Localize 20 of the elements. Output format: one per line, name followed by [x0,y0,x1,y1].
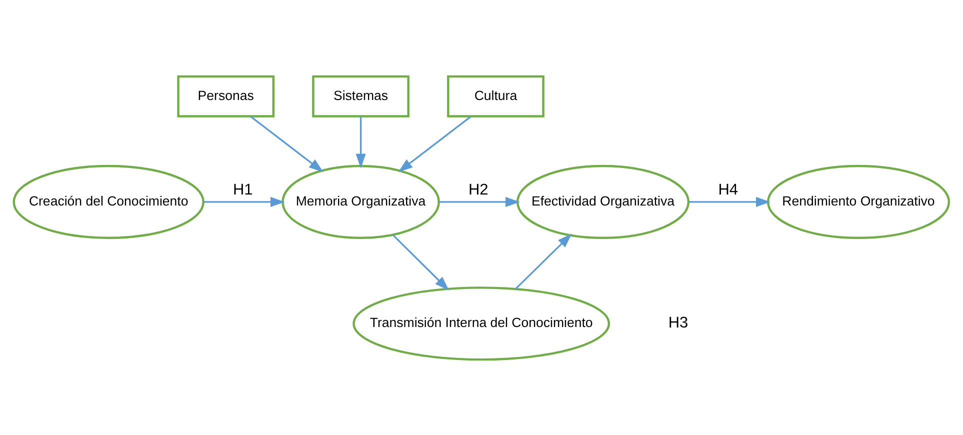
node-ellipse: Memoria Organizativa [282,164,440,239]
arrow [514,233,572,290]
arrow [356,116,366,168]
edge-label: H2 [468,180,488,198]
arrow [398,115,472,172]
node-box: Sistemas [312,74,410,117]
arrow [439,196,520,206]
node-ellipse: Creación del Conocimiento [12,164,204,239]
edge-label: H4 [718,180,738,198]
node-box: Cultura [447,74,544,117]
arrow [250,115,324,172]
node-ellipse: Rendimiento Organizativo [766,164,950,239]
node-ellipse: Efectividad Organizativa [516,164,690,239]
arrow [392,234,450,290]
label: H3 [668,314,688,332]
arrow [688,196,770,206]
edge-label: H1 [232,180,253,198]
node-box: Personas [177,74,274,117]
node-ellipse: Transmisión Interna del Conocimiento [352,286,610,360]
arrow [204,196,285,206]
